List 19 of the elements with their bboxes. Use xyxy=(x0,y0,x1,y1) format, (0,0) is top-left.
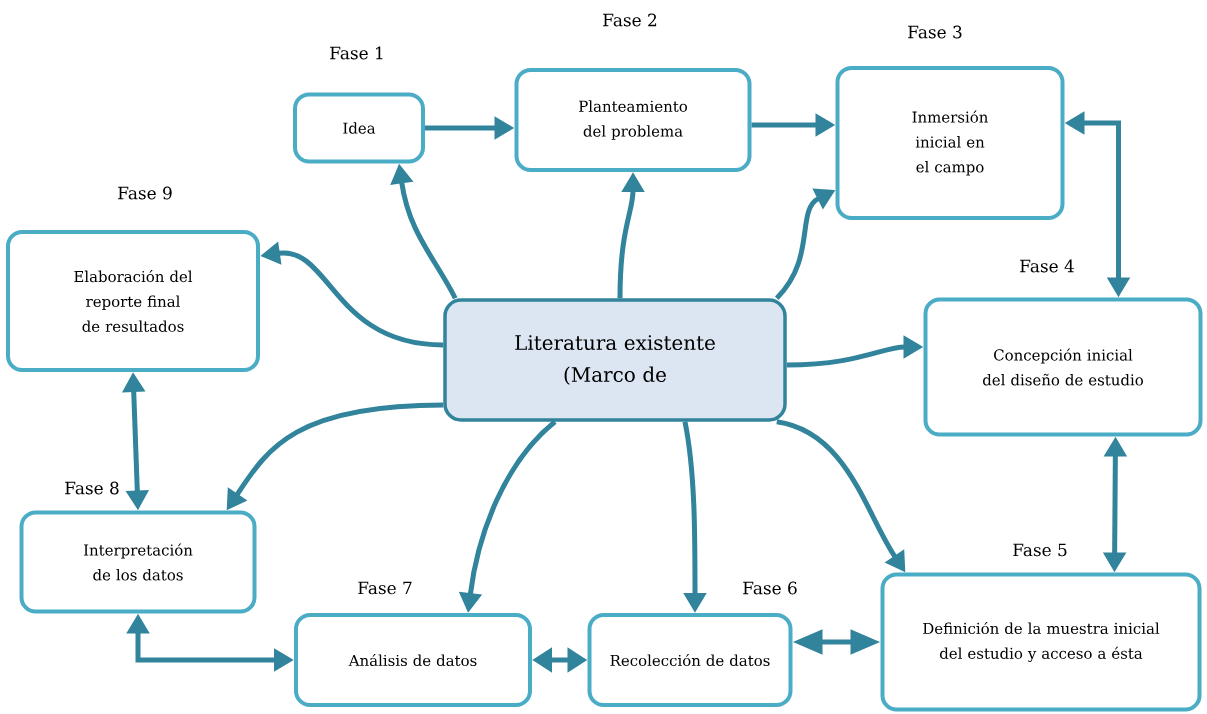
process-box: Concepción inicial del diseño de estudio xyxy=(923,297,1203,437)
phase-label: Fase 3 xyxy=(908,25,962,39)
phase-label: Fase 2 xyxy=(603,13,657,27)
process-box: Recolección de datos xyxy=(587,613,793,707)
phase-label: Fase 7 xyxy=(358,581,412,595)
phase-label: Fase 6 xyxy=(743,581,797,595)
process-box: Análisis de datos xyxy=(294,613,532,707)
process-box: Interpretación de los datos xyxy=(19,510,257,614)
phase-label: Fase 9 xyxy=(118,186,172,200)
phase-label: Fase 1 xyxy=(330,46,383,60)
process-box: Idea xyxy=(293,92,425,164)
phase-label: Fase 5 xyxy=(1013,543,1067,557)
process-box: Planteamiento del problema xyxy=(514,68,752,172)
process-box: Elaboración del reporte final de resultados xyxy=(6,230,260,372)
topic-box: Literatura existente (Marco de xyxy=(443,298,787,422)
phase-label: Fase 8 xyxy=(65,481,119,495)
process-box: Inmersión inicial en el campo xyxy=(835,66,1065,220)
phase-label: Fase 4 xyxy=(1020,259,1074,273)
process-box: Definición de la muestra inicial del estudio y acceso a ésta xyxy=(880,572,1202,712)
